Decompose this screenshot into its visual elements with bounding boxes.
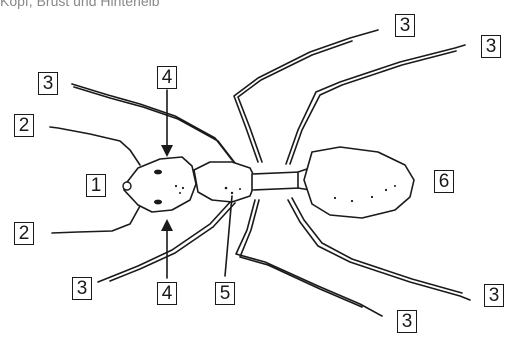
leg-front-upper-inner [73,86,236,164]
leg-bottom-mid [235,199,383,317]
label-head: 1 [86,174,106,197]
abdomen [303,146,415,219]
label-eye-top: 4 [157,66,177,89]
label-abdomen: 6 [434,170,454,193]
body-texture [174,184,396,203]
label-leg-bottom-mid: 3 [397,310,417,333]
label-leg-top-mid: 3 [395,14,415,37]
label-leg-bottom-right: 3 [484,284,504,307]
head [123,156,197,213]
leg-front-upper [71,83,233,161]
label-antenna-upper: 2 [14,114,34,137]
pointer-waist [224,195,233,277]
leg-top-mid [233,29,379,163]
thorax [193,161,257,203]
eye-bottom [154,199,162,205]
label-eye-bottom: 4 [157,282,177,305]
label-leg-front-left-bottom: 3 [72,277,92,300]
leg-top-right-inner [289,50,457,165]
leg-front-lower [97,199,233,283]
arrowhead-eye-bottom [161,219,173,231]
label-leg-front-left-top: 3 [38,72,58,95]
label-waist: 5 [215,282,235,305]
antenna-lower [51,205,141,234]
leg-bottom-right-inner [291,197,463,294]
arrowhead-eye-top [161,145,173,157]
leg-top-mid-inner [237,40,353,163]
leg-top-right [285,44,466,165]
leg-front-lower-inner [109,202,236,282]
antenna-upper [49,126,141,166]
leg-bottom-mid-inner [239,199,363,308]
mandible-tip [122,181,132,191]
label-leg-top-right: 3 [481,35,501,58]
eye-top [154,169,162,175]
leg-bottom-right [287,199,471,301]
label-antenna-lower: 2 [14,222,34,245]
caption: Kopf, Brust und Hinterleib [0,0,160,9]
